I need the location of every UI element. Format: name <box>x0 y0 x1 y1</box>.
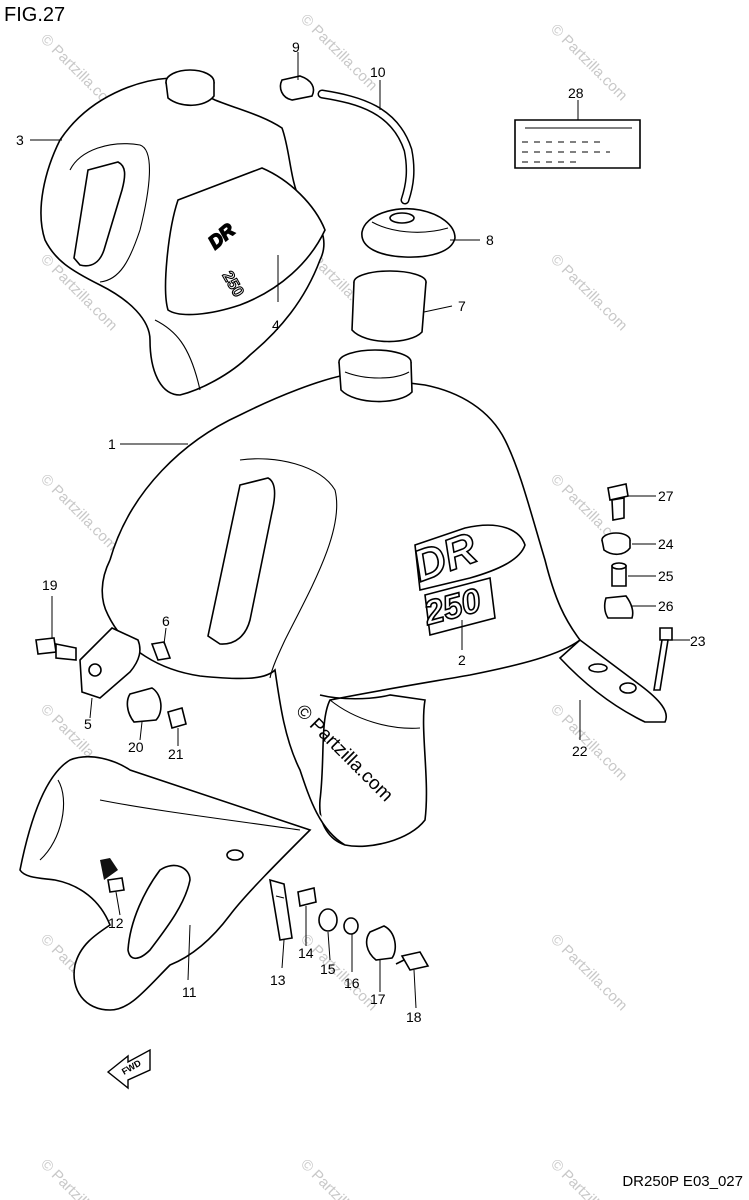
callout-1[interactable]: 1 <box>108 436 116 452</box>
figure-code: DR250P E03_027 <box>622 1173 743 1190</box>
watermark-text: © Partzilla.com <box>37 1156 120 1200</box>
callout-3[interactable]: 3 <box>16 132 24 148</box>
callout-24[interactable]: 24 <box>658 536 674 552</box>
watermark-text: © Partzilla.com <box>297 1156 380 1200</box>
callout-10[interactable]: 10 <box>370 64 386 80</box>
callout-5[interactable]: 5 <box>84 716 92 732</box>
callout-11[interactable]: 11 <box>182 984 197 1000</box>
rear-mount-bolt-part[interactable] <box>607 483 629 521</box>
callout-18[interactable]: 18 <box>406 1009 422 1025</box>
callout-9[interactable]: 9 <box>292 39 300 55</box>
cover-grommet-part[interactable] <box>343 917 359 935</box>
bracket-screw-part[interactable] <box>150 641 172 661</box>
callout-14[interactable]: 14 <box>298 945 314 961</box>
mount-cushion-left-part[interactable] <box>126 687 162 723</box>
callout-20[interactable]: 20 <box>128 739 144 755</box>
bracket-bolt-part[interactable] <box>653 627 673 691</box>
cover-clamp-part[interactable] <box>269 878 293 941</box>
mount-bolt-part[interactable] <box>35 637 77 661</box>
under-cover-part[interactable] <box>19 756 312 1011</box>
watermark-text: © Partzilla.com <box>547 21 630 104</box>
fuel-cap-part[interactable] <box>361 208 456 258</box>
watermark-text: © Partzilla.com <box>547 931 630 1014</box>
breather-hose-part[interactable] <box>279 75 415 205</box>
mount-cushion-part[interactable] <box>601 532 631 556</box>
callout-7[interactable]: 7 <box>458 298 466 314</box>
fuel-tank-part[interactable]: DR 250 <box>101 349 667 848</box>
callout-25[interactable]: 25 <box>658 568 674 584</box>
callout-17[interactable]: 17 <box>370 991 386 1007</box>
cover-washer-part[interactable] <box>318 908 338 932</box>
cover-cushion-part[interactable] <box>365 925 397 961</box>
mount-collar-left-part[interactable] <box>167 707 187 729</box>
callout-16[interactable]: 16 <box>344 975 360 991</box>
callout-27[interactable]: 27 <box>658 488 674 504</box>
callout-13[interactable]: 13 <box>270 972 286 988</box>
callout-4[interactable]: 4 <box>272 317 280 333</box>
callout-8[interactable]: 8 <box>486 232 494 248</box>
callout-28[interactable]: 28 <box>568 85 584 101</box>
cover-screw-part[interactable] <box>107 877 125 893</box>
caution-label-part[interactable] <box>514 119 641 169</box>
tank-cover-part[interactable]: DR 250 <box>40 69 326 396</box>
callout-6[interactable]: 6 <box>162 613 170 629</box>
filler-ring-part[interactable] <box>351 270 427 343</box>
callout-19[interactable]: 19 <box>42 577 58 593</box>
mount-collar-part[interactable] <box>611 562 627 587</box>
tank-bracket-part[interactable] <box>79 627 141 699</box>
callout-15[interactable]: 15 <box>320 961 336 977</box>
callout-2[interactable]: 2 <box>458 652 466 668</box>
watermark-text: © Partzilla.com <box>547 1156 630 1200</box>
callout-26[interactable]: 26 <box>658 598 674 614</box>
callout-23[interactable]: 23 <box>690 633 706 649</box>
watermark-text: © Partzilla.com <box>547 251 630 334</box>
fwd-arrow-icon: FWD <box>106 1048 151 1090</box>
figure-title: FIG.27 <box>4 4 66 26</box>
callout-12[interactable]: 12 <box>108 915 124 931</box>
watermark-text: © Partzilla.com <box>37 471 120 554</box>
callout-22[interactable]: 22 <box>572 743 588 759</box>
cover-collar-part[interactable] <box>297 887 317 907</box>
leader-lines <box>30 52 690 1009</box>
mount-rubber-part[interactable] <box>603 595 634 619</box>
cover-bolt-part[interactable] <box>395 951 430 971</box>
watermark-text: © Partzilla.com <box>547 701 630 784</box>
callout-21[interactable]: 21 <box>168 746 184 762</box>
